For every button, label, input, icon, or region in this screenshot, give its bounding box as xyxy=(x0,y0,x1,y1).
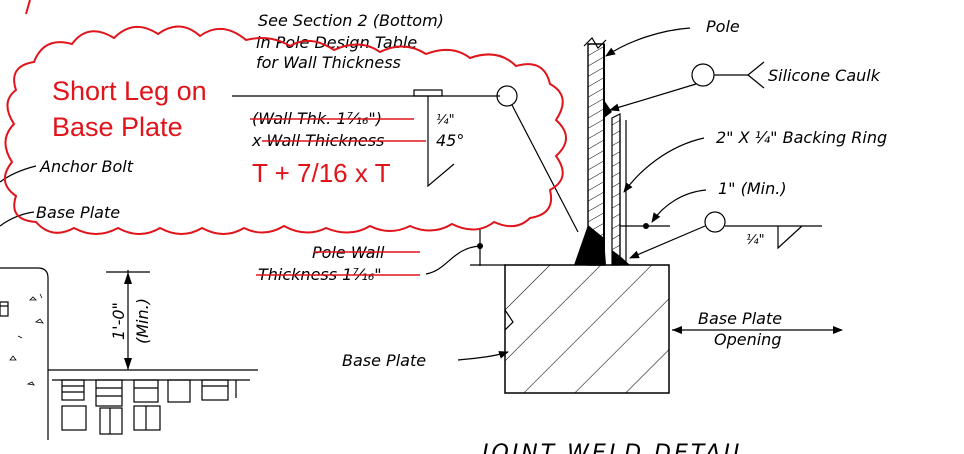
pole-label: Pole xyxy=(706,17,740,36)
detail-title: JOINT WELD DETAIL xyxy=(478,441,748,454)
see-section-line1: See Section 2 (Bottom) xyxy=(258,11,444,30)
short-leg-line2: Base Plate xyxy=(52,112,183,142)
one-inch-min-label: 1" (Min.) xyxy=(718,179,787,198)
see-section-line2: in Pole Design Table xyxy=(256,33,417,52)
base-plate-label: Base Plate xyxy=(342,351,426,370)
pole-leader: Pole xyxy=(605,17,740,57)
pole-wall-thickness-dimension xyxy=(425,228,505,275)
struck-pole-wall-note: Pole Wall Thickness 1⁷⁄₁₆" xyxy=(256,243,420,284)
silicone-caulk-leader: Silicone Caulk xyxy=(609,61,881,112)
weld-angle-label: 45° xyxy=(436,131,464,150)
one-foot-min-label: 1'-0" xyxy=(109,302,128,340)
one-foot-min-note: (Min.) xyxy=(133,298,152,344)
weld-size-label: ¼" xyxy=(436,113,455,128)
base-plate-block xyxy=(504,264,670,394)
pole-wall-section xyxy=(583,37,627,266)
weld-size-right-label: ¼" xyxy=(746,233,765,248)
struck-wall-thickness-note: (Wall Thk. 1⁷⁄₁₆") x Wall Thickness xyxy=(250,109,426,150)
see-section-note: See Section 2 (Bottom) in Pole Design Ta… xyxy=(256,11,444,72)
backing-ring-leader: 2" X ¼" Backing Ring xyxy=(623,128,887,193)
silicone-caulk-label: Silicone Caulk xyxy=(768,66,881,85)
weld-fillet xyxy=(574,225,630,265)
backing-ring-label: 2" X ¼" Backing Ring xyxy=(716,128,887,147)
anchor-bolt-leader: Anchor Bolt xyxy=(0,157,134,183)
base-plate-opening-line1: Base Plate xyxy=(698,309,782,328)
see-section-line3: for Wall Thickness xyxy=(256,53,401,72)
short-leg-line1: Short Leg on xyxy=(52,76,207,106)
anchor-bolt-label: Anchor Bolt xyxy=(39,157,134,176)
one-inch-min-dimension: 1" (Min.) xyxy=(620,179,787,229)
base-plate-leader: Base Plate xyxy=(342,351,509,370)
base-plate-left-leader: Base Plate xyxy=(0,203,120,227)
main-weld-symbol: ¼" 45° xyxy=(232,85,579,233)
equation-label: T + 7/16 x T xyxy=(252,158,391,188)
fillet-weld-symbol-right: ¼" xyxy=(629,211,822,259)
foundation-partial-detail: 1'-0" (Min.) xyxy=(0,267,258,440)
base-plate-left-label: Base Plate xyxy=(36,203,120,222)
revision-cloud xyxy=(4,0,567,235)
base-plate-opening-dimension: Base Plate Opening xyxy=(672,309,843,349)
base-plate-opening-line2: Opening xyxy=(714,330,781,349)
red-markup-text: Short Leg on Base Plate T + 7/16 x T xyxy=(52,76,391,188)
